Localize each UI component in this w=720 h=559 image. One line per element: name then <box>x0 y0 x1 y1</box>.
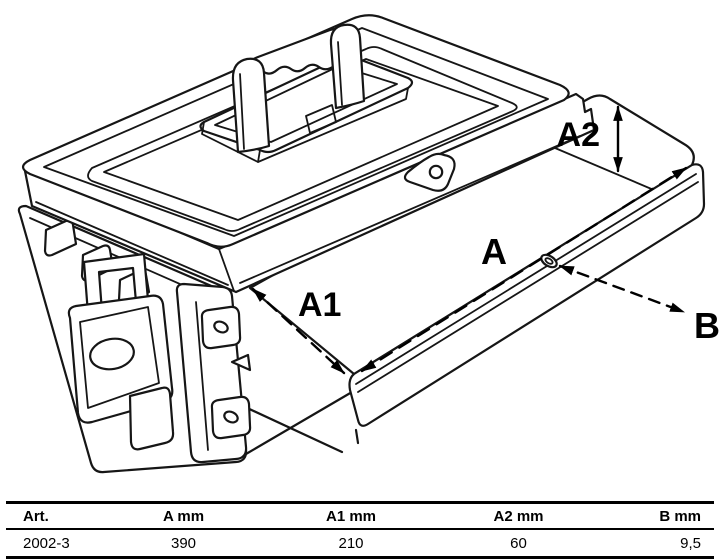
rivet-pad-hole <box>223 410 239 424</box>
lid-panel <box>87 46 518 232</box>
dimension-line-a1 <box>251 287 346 375</box>
handle-slot <box>305 104 337 134</box>
rivet-pad <box>200 305 242 350</box>
value-art-number: 2002-3 <box>23 534 70 552</box>
col-header-a1-mm: A1 mm <box>325 507 377 525</box>
dimension-label-a2: A2 <box>557 116 600 154</box>
col-header-a-mm: A mm <box>162 507 205 525</box>
drawer-support-wedge <box>230 353 252 372</box>
handle-post-right <box>329 23 366 110</box>
latch-hole <box>89 337 135 371</box>
dimension-line-a <box>360 166 688 373</box>
value-a2-mm: 60 <box>510 534 527 552</box>
handle-post-left <box>231 57 271 154</box>
col-header-a2-mm: A2 mm <box>493 507 544 525</box>
value-b-mm: 9,5 <box>680 534 701 552</box>
dimension-label-a1: A1 <box>298 286 341 324</box>
value-a1-mm: 210 <box>338 534 364 552</box>
rivet-pad-hole <box>213 320 229 334</box>
dimension-label-b: B <box>694 305 720 346</box>
col-header-art: Art. <box>23 507 49 525</box>
value-a-mm: 390 <box>170 534 197 552</box>
latch-flap <box>128 386 175 451</box>
dimension-label-a: A <box>481 231 507 272</box>
dimension-line-b <box>558 264 686 314</box>
toolbox-technical-drawing: A A1 A2 B <box>17 14 720 474</box>
spec-table-value-row: 2002-3 390 210 60 9,5 <box>6 530 714 556</box>
col-header-b-mm: B mm <box>659 507 701 525</box>
rivet-pad <box>210 395 252 440</box>
spec-table: Art. A mm A1 mm A2 mm B mm 2002-3 390 21… <box>6 501 714 559</box>
dimension-annotations: A A1 A2 B <box>251 105 720 375</box>
box-body <box>17 204 252 474</box>
spec-table-header-row: Art. A mm A1 mm A2 mm B mm <box>6 504 714 530</box>
